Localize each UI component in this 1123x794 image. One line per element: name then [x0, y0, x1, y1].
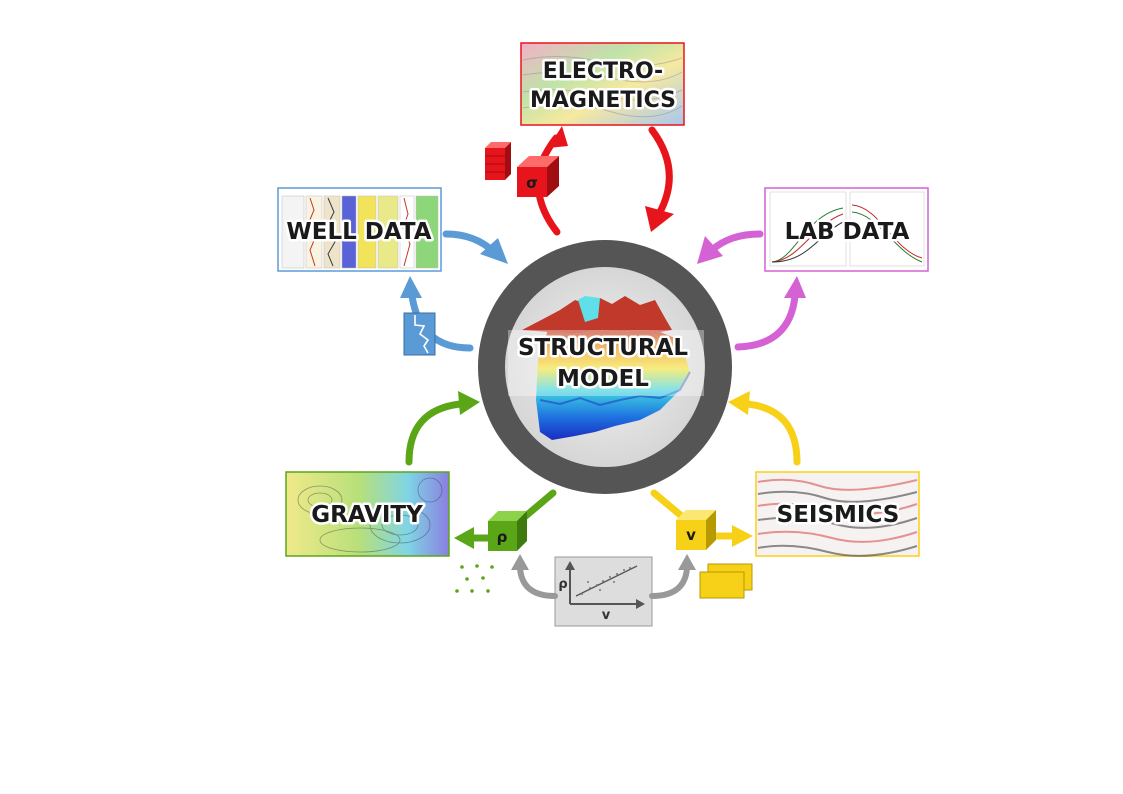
well-in-arrowhead	[480, 238, 508, 264]
lab-data-node: LAB DATA	[764, 187, 929, 272]
lab-in-arrowhead	[697, 236, 723, 264]
gravity-stations-icon	[455, 564, 494, 593]
crossplot-to-rho-arrowhead	[511, 554, 529, 570]
em-section-texture	[522, 55, 683, 118]
seismic-gathers-icon	[699, 563, 753, 599]
seismic-reflectors	[757, 478, 918, 557]
seismics-out-arrow-upper	[650, 489, 688, 522]
seismics-in-arrow	[744, 400, 801, 466]
gravity-in-arrow	[405, 400, 464, 466]
em-up-arrowhead	[548, 126, 568, 148]
seismics-in-arrowhead	[728, 391, 750, 415]
v-symbol: v	[686, 526, 696, 544]
gravity-label: GRAVITY	[311, 502, 423, 528]
sigma-symbol: σ	[526, 174, 538, 192]
electromagnetics-node: ELECTRO- MAGNETICS	[520, 42, 685, 126]
well-out-arrowhead	[400, 276, 422, 298]
seismics-out-arrowhead	[732, 525, 753, 547]
gravity-contours	[297, 477, 443, 553]
em-down-arrowhead	[645, 206, 674, 232]
well-data-label: WELL DATA	[286, 219, 431, 245]
rho-symbol: ρ	[497, 528, 508, 546]
seismics-label: SEISMICS	[777, 502, 900, 528]
structural-model-graphic	[522, 296, 691, 440]
lab-curve-plots	[769, 191, 925, 267]
well-log-tracks	[281, 195, 439, 269]
gravity-panel	[285, 471, 450, 557]
gravity-node: GRAVITY	[285, 471, 450, 557]
well-data-node: WELL DATA	[277, 187, 442, 272]
crossplot-trend-line	[575, 565, 638, 597]
gravity-in-arrowhead	[458, 391, 480, 415]
structural-model-title-line1: STRUCTURAL	[518, 335, 688, 361]
sigma-cube-icon: σ	[517, 156, 559, 197]
v-cube-icon: v	[676, 510, 716, 550]
crossplot-xlabel: v	[602, 608, 611, 623]
lab-data-label: LAB DATA	[785, 219, 910, 245]
seismics-node: SEISMICS	[755, 471, 920, 557]
em-volume-stack-icon	[485, 142, 511, 180]
crossplot-points	[581, 567, 631, 595]
crossplot-to-v-arrow	[649, 565, 690, 599]
lab-in-arrow	[708, 230, 764, 254]
structural-model-title-line2: MODEL	[557, 366, 649, 392]
em-down-arrow	[648, 126, 673, 216]
electromagnetics-panel	[520, 42, 685, 126]
rho-cube-icon: ρ	[488, 511, 527, 551]
central-hub: Inversion Framework STRUCTURAL MODEL	[478, 206, 732, 494]
lab-out-arrow	[734, 292, 799, 351]
electromagnetics-label-line2: MAGNETICS	[530, 88, 676, 113]
well-log-icon	[403, 312, 436, 356]
crossplot-to-rho-arrow	[517, 565, 558, 599]
model-label-band	[508, 330, 704, 396]
crossplot-to-v-arrowhead	[678, 554, 696, 570]
crossplot-y-arrowhead	[565, 561, 575, 570]
petrophysics-crossplot: ρ v	[554, 556, 653, 627]
electromagnetics-label-line1: ELECTRO-	[543, 59, 663, 84]
lab-out-arrowhead	[784, 276, 806, 298]
crossplot-x-arrowhead	[636, 599, 645, 609]
gravity-out-arrowhead	[454, 527, 474, 549]
crossplot-ylabel: ρ	[558, 577, 567, 592]
